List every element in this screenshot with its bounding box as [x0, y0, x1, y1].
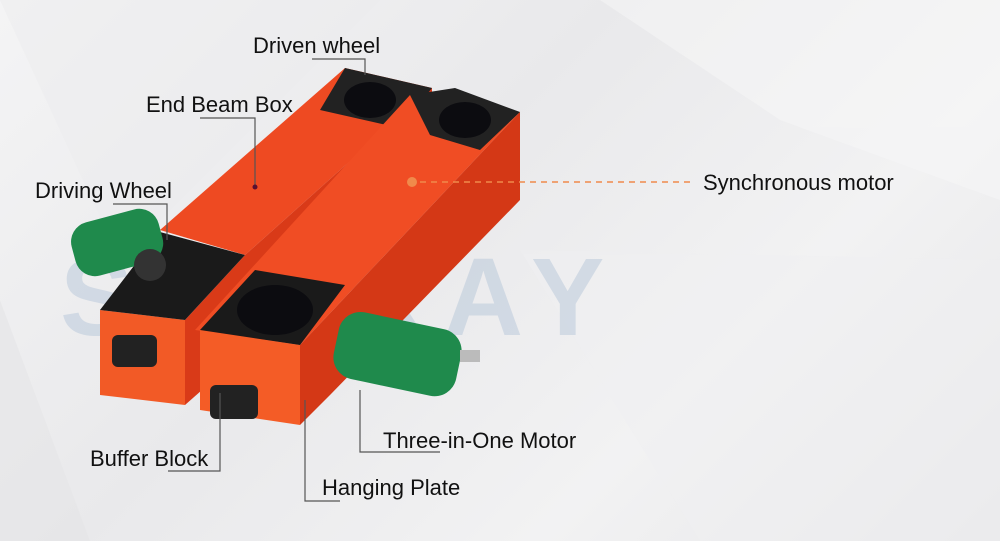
- synchronous-motor-dot: [407, 177, 417, 187]
- leader-lines: [113, 58, 440, 502]
- driving-motor: [71, 208, 166, 281]
- leader-buffer-block: [168, 393, 221, 472]
- leader-three-in-one-motor: [359, 390, 440, 453]
- label-end-beam-box: End Beam Box: [146, 92, 293, 117]
- leader-driven-wheel: [312, 58, 366, 75]
- leader-end-beam-box: [200, 117, 256, 187]
- leader-hanging-plate: [304, 400, 340, 502]
- label-hanging-plate: Hanging Plate: [322, 475, 461, 500]
- label-synchronous-motor: Synchronous motor: [703, 170, 894, 195]
- leader-driving-wheel: [113, 203, 168, 240]
- three-in-one-motor: [333, 311, 480, 397]
- label-driven-wheel: Driven wheel: [253, 33, 381, 58]
- end-beam-box-dot: [252, 184, 258, 190]
- label-three-in-one-motor: Three-in-One Motor: [383, 428, 577, 453]
- label-buffer-block: Buffer Block: [90, 446, 209, 471]
- label-driving-wheel: Driving Wheel: [35, 178, 172, 203]
